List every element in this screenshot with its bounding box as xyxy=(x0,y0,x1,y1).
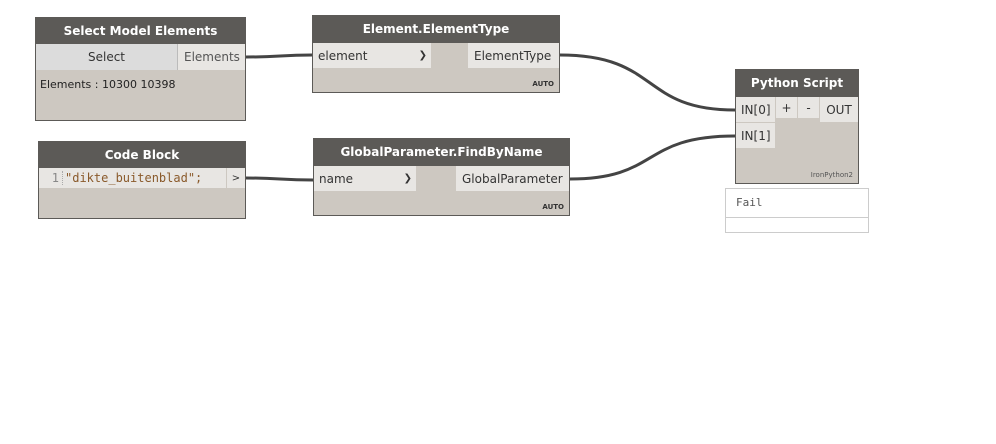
wire-code-to-name xyxy=(245,176,314,182)
chevron-right-icon: ❯ xyxy=(403,173,412,184)
port-label: element xyxy=(318,48,368,63)
lacing-label: AUTO xyxy=(542,203,564,211)
globalparameter-findbyname-node[interactable]: GlobalParameter.FindByName name ❯ Global… xyxy=(313,138,570,216)
select-button[interactable]: Select xyxy=(36,44,178,70)
input-port-in1[interactable]: IN[1] xyxy=(736,123,775,148)
output-port-out[interactable]: OUT xyxy=(820,97,858,122)
preview-value: Fail xyxy=(726,189,868,218)
output-port-elementtype[interactable]: ElementType xyxy=(468,43,559,68)
output-port[interactable]: > xyxy=(227,168,245,188)
preview-bubble[interactable]: Fail xyxy=(725,188,869,233)
wire-elements-to-element xyxy=(245,53,313,59)
selection-info: Elements : 10300 10398 xyxy=(40,78,176,91)
code-editor[interactable]: 1 "dikte_buitenblad"; xyxy=(39,168,226,188)
output-port-globalparameter[interactable]: GlobalParameter xyxy=(456,166,569,191)
node-title: Element.ElementType xyxy=(313,16,559,43)
node-title: Python Script xyxy=(736,70,858,97)
input-port-name[interactable]: name ❯ xyxy=(314,166,416,191)
port-label: name xyxy=(319,171,354,186)
select-model-elements-node[interactable]: Select Model Elements Select Elements El… xyxy=(35,17,246,121)
engine-label: IronPython2 xyxy=(810,171,853,179)
wire-globalparam-to-in1 xyxy=(569,134,736,181)
lacing-label: AUTO xyxy=(532,80,554,88)
node-title: Code Block xyxy=(39,142,245,168)
python-script-node[interactable]: Python Script IN[0] + - OUT IN[1] IronPy… xyxy=(735,69,859,184)
code-block-node[interactable]: Code Block 1 "dikte_buitenblad"; > xyxy=(38,141,246,219)
line-number: 1 xyxy=(39,171,63,185)
chevron-right-icon: ❯ xyxy=(418,50,427,61)
node-title: GlobalParameter.FindByName xyxy=(314,139,569,166)
code-text: "dikte_buitenblad"; xyxy=(65,171,203,185)
output-port-elements[interactable]: Elements xyxy=(178,44,245,70)
input-port-in0[interactable]: IN[0] xyxy=(736,97,775,122)
add-input-button[interactable]: + xyxy=(776,97,797,118)
input-port-element[interactable]: element ❯ xyxy=(313,43,431,68)
wire-elementtype-to-in0 xyxy=(559,53,736,112)
node-title: Select Model Elements xyxy=(36,18,245,44)
remove-input-button[interactable]: - xyxy=(798,97,819,118)
element-elementtype-node[interactable]: Element.ElementType element ❯ ElementTyp… xyxy=(312,15,560,93)
